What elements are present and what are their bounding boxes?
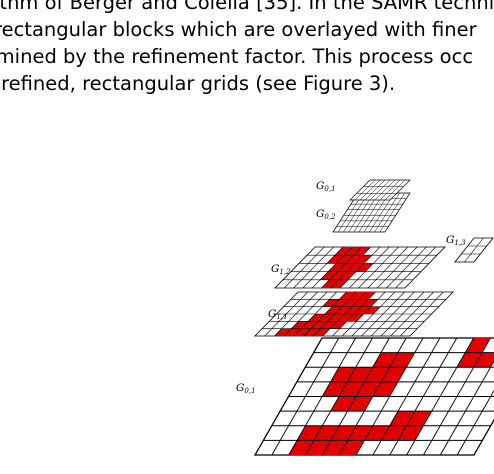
grid-line — [374, 179, 396, 201]
refined-cells — [308, 314, 364, 322]
text-line: rectangular blocks which are overlayed w… — [0, 18, 477, 41]
grid-line — [293, 246, 334, 289]
grid-label: G0,1 — [236, 382, 256, 395]
refined-cells — [291, 321, 347, 329]
grid-line — [284, 246, 325, 289]
grid-line — [364, 179, 386, 201]
grid-line — [339, 246, 381, 289]
refined-cells — [322, 299, 379, 307]
grid-label: G1,2 — [271, 263, 291, 276]
text-line: rmined by the refinement factor. This pr… — [0, 45, 474, 68]
grid-line — [311, 246, 353, 289]
grid-line — [374, 192, 400, 233]
grid-layer-level1-a — [254, 291, 454, 337]
refined-cells — [297, 425, 424, 441]
grid-layer-level0 — [253, 337, 494, 456]
grid-layers — [253, 179, 494, 456]
grid-layer-level1-b — [274, 246, 446, 289]
grid-line — [379, 179, 401, 201]
refined-cells — [274, 328, 330, 336]
refined-cells — [324, 306, 381, 314]
grid-line — [302, 246, 344, 289]
grid-line — [367, 246, 409, 289]
grid-line — [395, 246, 436, 289]
refined-cells — [456, 352, 494, 368]
grid-label: G0,2 — [316, 208, 336, 221]
grid-layer-level1-c — [454, 237, 494, 263]
grid-line — [358, 246, 399, 289]
grid-line — [354, 179, 376, 201]
samr-grid-hierarchy-figure: G0,1 G0,2 G1,3 G1,2 G1,1 G0,1 — [236, 179, 494, 456]
grid-label: G1,1 — [268, 308, 288, 321]
grid-line — [384, 179, 406, 201]
grid-line — [349, 246, 390, 289]
refined-cells — [334, 247, 371, 256]
grid-line — [369, 179, 391, 201]
grid-line — [321, 246, 362, 289]
grid-label: G0,1 — [316, 180, 336, 193]
body-text: ithm of Berger and Colella [35]. In the … — [0, 0, 494, 97]
refined-cells — [339, 292, 376, 300]
grid-line — [359, 179, 381, 201]
grid-line — [330, 246, 371, 289]
text-line: f refined, rectangular grids (see Figure… — [0, 72, 396, 95]
refined-cells — [320, 271, 356, 280]
grid-line — [386, 246, 427, 289]
grid-layer-level2-b — [349, 179, 411, 201]
grid-label: G1,3 — [446, 234, 466, 247]
text-line: ithm of Berger and Colella [35]. In the … — [0, 0, 494, 14]
grid-line — [464, 237, 484, 263]
grid-line — [376, 246, 418, 289]
grid-line — [379, 192, 406, 233]
